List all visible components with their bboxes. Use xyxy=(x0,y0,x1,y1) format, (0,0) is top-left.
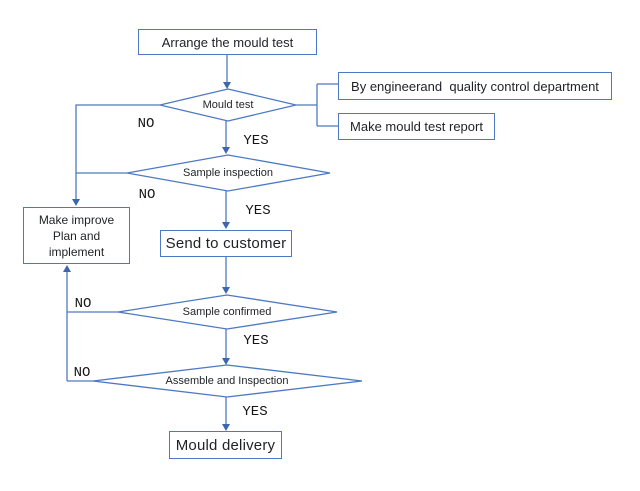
make-report-note-label: Make mould test report xyxy=(350,119,483,134)
mould-test-diamond xyxy=(159,88,297,122)
arrowhead-down-icon xyxy=(222,147,230,154)
assemble-yes-label: YES xyxy=(242,404,268,420)
assemble-no-label: NO xyxy=(73,365,91,381)
arrowhead-down-icon xyxy=(222,287,230,294)
by-engineer-note-label: By engineerand quality control departmen… xyxy=(351,78,599,94)
mould-delivery-box: Mould delivery xyxy=(169,431,282,459)
by-engineer-note-box: By engineerand quality control departmen… xyxy=(338,72,612,100)
mould-test-label: Mould test xyxy=(202,99,254,111)
sample-confirmed-yes-label: YES xyxy=(243,333,269,349)
mould-delivery-label: Mould delivery xyxy=(175,436,276,454)
sample-confirmed-diamond xyxy=(117,294,338,330)
make-improve-line1: Make improve xyxy=(38,212,115,227)
arrowhead-down-icon xyxy=(72,199,80,206)
make-report-note-box: Make mould test report xyxy=(338,113,495,140)
assemble-inspection-diamond xyxy=(92,364,363,398)
mould-test-yes-label: YES xyxy=(243,133,269,149)
edge-mouldtest-to-side-notes xyxy=(296,83,338,127)
make-improve-line2: Plan and xyxy=(52,228,101,243)
sample-inspection-diamond xyxy=(126,154,331,192)
arrange-mould-test-label: Arrange the mould test xyxy=(161,34,294,50)
sample-confirmed-label: Sample confirmed xyxy=(182,306,272,318)
arrowhead-down-icon xyxy=(222,358,230,365)
arrowhead-down-icon xyxy=(222,222,230,229)
edge-mouldtest-no xyxy=(75,104,160,200)
sample-inspection-label: Sample inspection xyxy=(183,167,273,179)
edge-no-return-lines xyxy=(66,271,118,382)
send-to-customer-label: Send to customer xyxy=(165,235,287,252)
sample-inspection-yes-label: YES xyxy=(245,203,271,219)
arrowhead-down-icon xyxy=(222,424,230,431)
arrowhead-up-icon xyxy=(63,265,71,272)
arrange-mould-test-box: Arrange the mould test xyxy=(138,29,317,55)
sample-confirmed-no-label: NO xyxy=(74,296,92,312)
assemble-inspection-label: Assemble and Inspection xyxy=(165,375,289,387)
sample-inspection-no-label: NO xyxy=(138,187,156,203)
make-improve-plan-box: Make improve Plan and implement xyxy=(23,207,130,264)
send-to-customer-box: Send to customer xyxy=(160,230,292,257)
mould-test-no-label: NO xyxy=(137,116,155,132)
make-improve-line3: implement xyxy=(48,244,105,259)
arrowhead-down-icon xyxy=(223,82,231,89)
